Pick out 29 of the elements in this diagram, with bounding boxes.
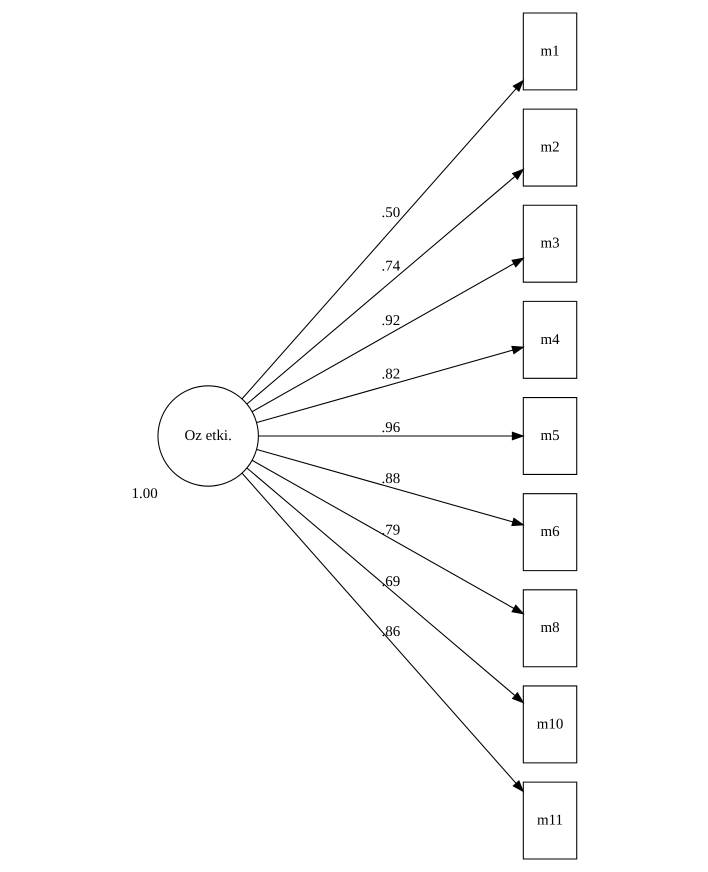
arrow (256, 346, 525, 424)
node-box: m4 (522, 300, 578, 379)
arrow (242, 472, 524, 793)
arrow (246, 168, 524, 404)
arrow (256, 448, 525, 526)
edge-label: .86 (382, 624, 400, 640)
edge-label: .96 (382, 420, 400, 436)
edge-label: .74 (382, 258, 400, 275)
node-box: m11 (522, 782, 578, 860)
node-label: 1.00 (132, 486, 158, 502)
arrow (246, 468, 524, 704)
arrow (258, 432, 525, 440)
edge-label: .69 (382, 574, 400, 590)
node-box: m5 (522, 397, 578, 475)
node-box: m6 (522, 493, 578, 572)
arrow (242, 79, 524, 400)
node-circle: Oz etki. (157, 385, 259, 487)
edge-label: .92 (382, 313, 400, 330)
edge-label: .88 (382, 471, 400, 488)
edge-label: .50 (382, 205, 400, 222)
node-box: m3 (522, 204, 578, 283)
edge-label: .82 (382, 366, 400, 383)
edge-label: .79 (382, 522, 400, 538)
node-box: m10 (522, 685, 578, 764)
node-box: m2 (522, 108, 578, 187)
arrow (252, 460, 525, 615)
node-box: m1 (522, 12, 578, 90)
arrow (252, 257, 525, 412)
node-box: m8 (522, 589, 578, 668)
